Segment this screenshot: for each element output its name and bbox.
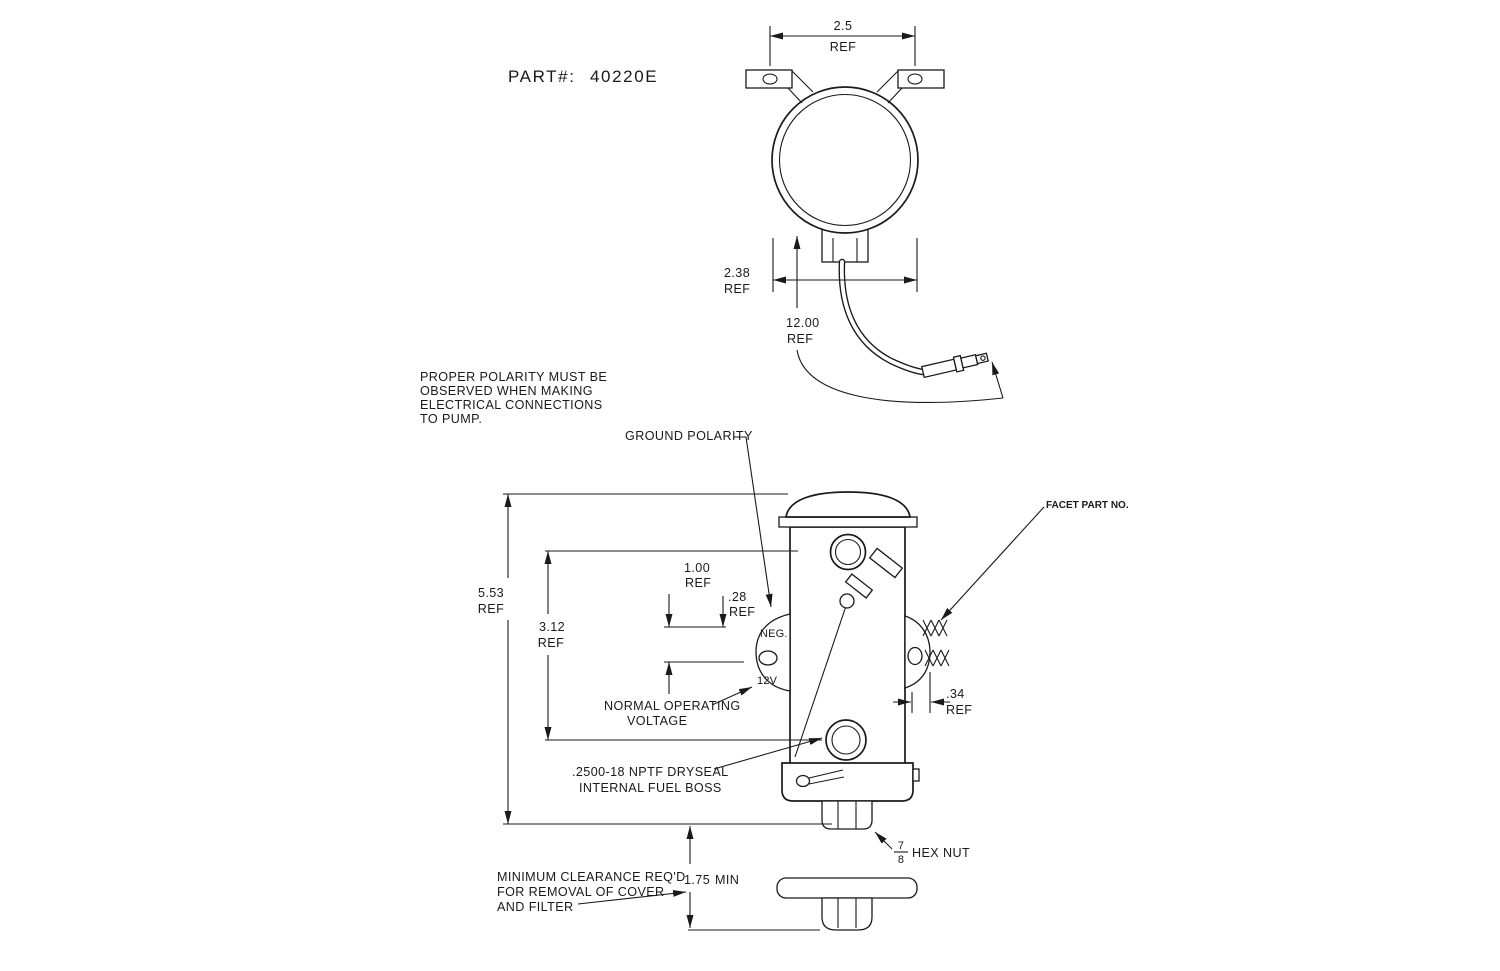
facet-part-no-leader	[940, 506, 1045, 621]
primer-lever-pivot	[795, 774, 811, 788]
dim-cover-clearance-unit: MIN	[715, 873, 739, 887]
neg-marking: NEG.	[760, 628, 788, 640]
dim-terminal-spacing-value: 1.00	[684, 561, 710, 575]
part-number-value: 40220E	[590, 67, 658, 86]
dim-bracket-holes-unit: REF	[830, 40, 856, 54]
ground-polarity-label: GROUND POLARITY	[625, 429, 753, 443]
threaded-stud-lower	[924, 649, 950, 667]
pump-base	[781, 762, 914, 802]
dim-body-width-value: 2.38	[724, 266, 750, 280]
side-view-pump: NEG. 12V	[755, 491, 950, 931]
bracket-tab-left	[745, 69, 793, 89]
part-number-prefix: PART#:	[508, 67, 576, 86]
normal-operating-label: NORMAL OPERATING	[604, 699, 741, 713]
dim-body-width-unit: REF	[724, 282, 750, 296]
terminal-post	[839, 593, 855, 609]
hex-nut	[821, 800, 873, 830]
hex-nut-leader	[874, 831, 893, 850]
svg-text:TO PUMP.: TO PUMP.	[420, 412, 482, 426]
dome-top	[784, 491, 912, 518]
polarity-note: PROPER POLARITY MUST BE OBSERVED WHEN MA…	[420, 370, 607, 426]
dim-terminal-spacing-unit: REF	[685, 576, 711, 590]
normal-operating-leader	[711, 686, 753, 706]
clearance-note: MINIMUM CLEARANCE REQ'D FOR REMOVAL OF C…	[497, 870, 687, 914]
terminal-hole	[758, 650, 778, 666]
filter-hex	[821, 897, 873, 931]
terminal-blade-lower	[844, 573, 874, 599]
dim-stud-length-value: .34	[946, 687, 965, 701]
dim-terminal-offset-value: .28	[728, 590, 747, 604]
svg-text:ELECTRICAL CONNECTIONS: ELECTRICAL CONNECTIONS	[420, 398, 603, 412]
voltage-marking: 12V	[757, 675, 778, 687]
fuel-boss-label-line1: .2500-18 NPTF DRYSEAL	[572, 765, 729, 779]
wire-terminal	[920, 352, 989, 379]
dim-bracket-holes-value: 2.5	[834, 19, 853, 33]
dim-overall-height-unit: REF	[478, 602, 504, 616]
filter-cover	[776, 877, 918, 899]
dim-port-spacing-unit: REF	[538, 636, 564, 650]
mounting-hole-left	[762, 73, 778, 85]
svg-text:PROPER POLARITY MUST BE: PROPER POLARITY MUST BE	[420, 370, 607, 384]
svg-text:AND FILTER: AND FILTER	[497, 900, 574, 914]
pump-barrel-outline	[771, 86, 919, 234]
hex-nut-fraction-denominator: 8	[898, 854, 904, 866]
svg-text:FOR REMOVAL OF COVER: FOR REMOVAL OF COVER	[497, 885, 665, 899]
clamp-band	[778, 516, 918, 528]
mounting-hole-right	[907, 73, 923, 85]
dim-stud-length-unit: REF	[946, 703, 972, 717]
svg-text:MINIMUM CLEARANCE REQ'D: MINIMUM CLEARANCE REQ'D	[497, 870, 686, 884]
dim-terminal-offset-unit: REF	[729, 605, 755, 619]
dim-port-spacing-value: 3.12	[539, 620, 565, 634]
voltage-label: VOLTAGE	[627, 714, 687, 728]
fuel-boss-label-line2: INTERNAL FUEL BOSS	[579, 781, 722, 795]
top-view-pump	[745, 69, 989, 379]
dim-lead-length-unit: REF	[787, 332, 813, 346]
threaded-stud-upper	[922, 619, 948, 637]
dim-cover-clearance-value: 1.75	[684, 873, 710, 887]
hex-nut-label: HEX NUT	[912, 846, 970, 860]
stud-hole	[907, 646, 923, 666]
terminal-blade-upper	[868, 547, 904, 579]
svg-text:OBSERVED WHEN MAKING: OBSERVED WHEN MAKING	[420, 384, 593, 398]
clearance-leader	[577, 889, 687, 905]
annotations: PART#: 40220E PROPER POLARITY MUST BE OB…	[420, 67, 1129, 914]
ground-polarity-leader	[733, 436, 773, 608]
dimensions: 2.5 REF 2.38 REF 12.00 REF 5.53 REF 3.12…	[478, 19, 1004, 931]
facet-part-no-label: FACET PART NO.	[1046, 500, 1129, 511]
bracket-tab-right	[897, 69, 945, 89]
dim-overall-height-value: 5.53	[478, 586, 504, 600]
dim-lead-length-value: 12.00	[786, 316, 820, 330]
fuel-boss-leader	[713, 737, 823, 770]
hex-nut-fraction-numerator: 7	[898, 840, 904, 852]
